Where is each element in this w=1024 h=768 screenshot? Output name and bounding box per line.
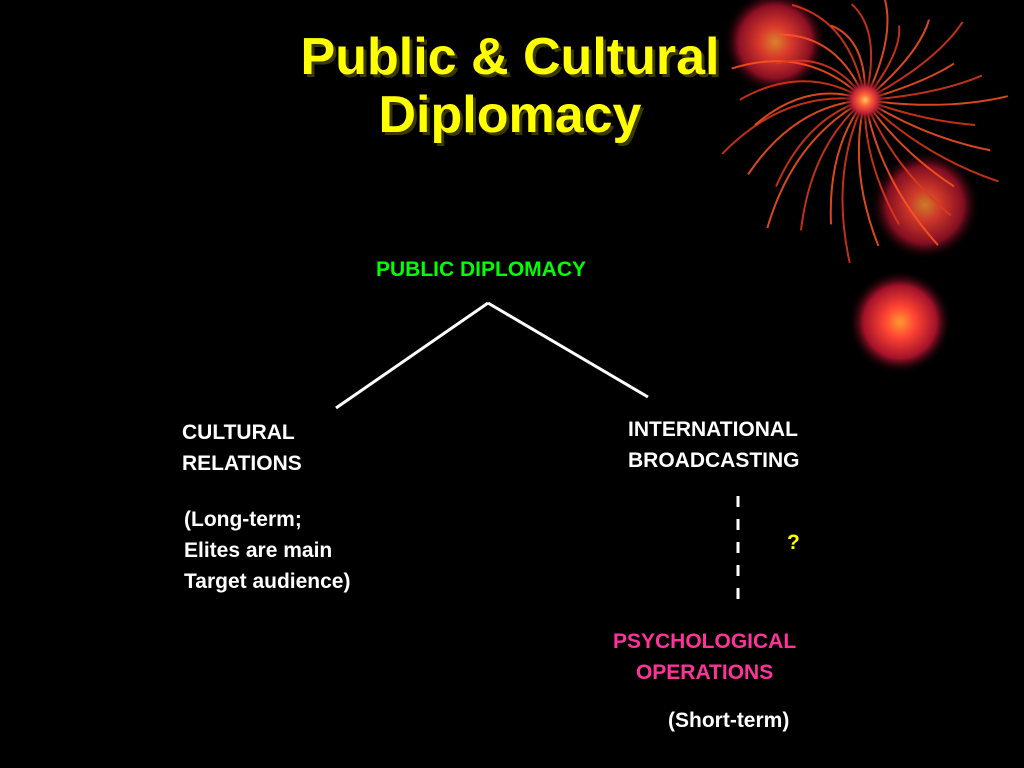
psychological-operations-label: PSYCHOLOGICAL OPERATIONS — [613, 626, 796, 688]
broadcasting-line-1: INTERNATIONAL — [628, 418, 798, 441]
cultural-relations-label: CULTURAL RELATIONS — [182, 417, 302, 479]
cultural-relations-note: (Long-term; Elites are main Target audie… — [184, 504, 350, 597]
psyops-line-2: OPERATIONS — [635, 661, 774, 684]
title-line-2: Diplomacy — [378, 86, 642, 144]
cultural-note-line-2: Elites are main — [184, 539, 333, 562]
glow-orb-right — [848, 270, 952, 374]
cultural-relations-line-1: CULTURAL — [182, 421, 295, 444]
title-line-1: Public & Cultural — [300, 28, 720, 86]
international-broadcasting-label: INTERNATIONAL BROADCASTING — [628, 414, 800, 476]
question-mark: ? — [787, 531, 800, 554]
root-node-label: PUBLIC DIPLOMACY — [376, 258, 586, 281]
broadcasting-line-2: BROADCASTING — [628, 449, 800, 472]
firework-core — [843, 78, 887, 122]
cultural-note-line-3: Target audience) — [184, 570, 351, 593]
connector-right — [487, 301, 649, 399]
psychological-operations-note: (Short-term) — [668, 709, 790, 732]
connector-left — [335, 301, 489, 410]
slide-title: Public & Cultural Diplomacy — [200, 28, 820, 144]
glow-orb-top — [723, 0, 827, 94]
psyops-line-1: PSYCHOLOGICAL — [613, 630, 797, 653]
cultural-note-line-1: (Long-term; — [184, 508, 302, 531]
glow-orb-middle — [870, 150, 980, 260]
cultural-relations-line-2: RELATIONS — [182, 452, 302, 475]
